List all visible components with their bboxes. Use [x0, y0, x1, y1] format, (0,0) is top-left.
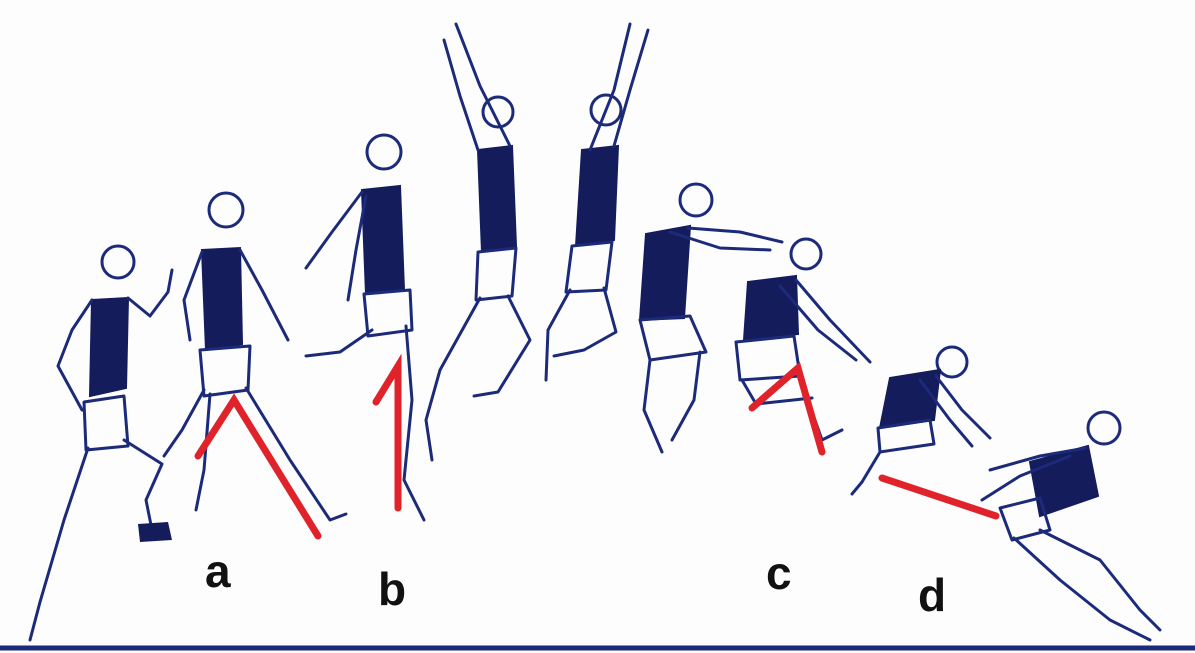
athlete-figure-2-penultimate	[162, 191, 348, 522]
athlete-figure-4-flight-rise	[424, 22, 532, 462]
phase-label-d: d	[918, 569, 947, 621]
athlete-figure-6-tuck	[638, 182, 784, 454]
phase-label-b: b	[378, 563, 407, 615]
athlete-figure-8-landing	[850, 345, 992, 496]
angle-marker-c	[748, 361, 826, 456]
athlete-figure-1-approach	[28, 244, 174, 642]
angle-marker-b	[372, 353, 402, 512]
athlete-figure-9-finish	[980, 410, 1162, 642]
phase-label-c: c	[766, 547, 792, 599]
athlete-figure-3-takeoff	[304, 133, 426, 522]
athlete-figure-7-landing-prep	[734, 237, 872, 442]
athlete-figure-5-flight-hang	[544, 22, 650, 382]
phase-label-a: a	[205, 545, 231, 597]
angle-marker-d	[878, 474, 1000, 520]
angle-marker-a	[194, 393, 322, 540]
